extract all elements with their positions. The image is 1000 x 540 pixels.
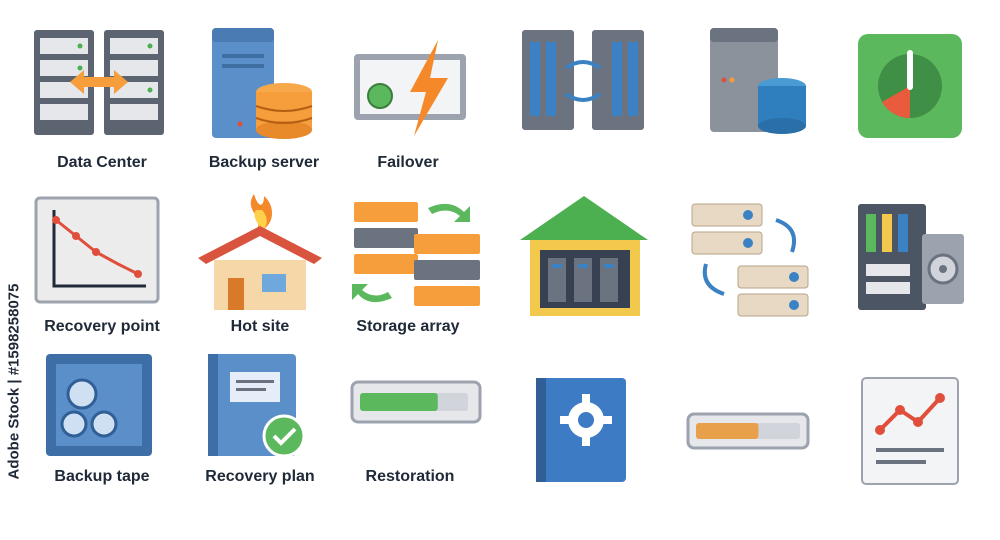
storage-array-icon <box>352 202 480 306</box>
settings-manual-icon <box>536 378 626 482</box>
stock-watermark: Adobe Stock | #1598258075 <box>4 268 24 498</box>
nas-storage-item <box>852 190 1000 350</box>
gauge-icon <box>858 34 962 138</box>
data-center-item: Data Center <box>22 20 182 180</box>
recovery-plan-icon <box>208 354 306 458</box>
server-sync-item <box>504 20 664 180</box>
failover-label: Failover <box>377 154 439 171</box>
failover-item: Failover <box>328 20 488 180</box>
backup-tape-item: Backup tape <box>22 346 182 506</box>
progress-fill <box>696 423 759 439</box>
server-database-icon <box>710 28 806 134</box>
hot-site-icon <box>198 194 322 310</box>
server-exchange-item <box>680 190 840 350</box>
backup-tape-icon <box>46 354 152 456</box>
recovery-plan-item: Recovery plan <box>180 346 340 506</box>
data-warehouse-item <box>508 190 668 350</box>
backup-tape-label: Backup tape <box>54 468 150 485</box>
restoration-item: Restoration <box>330 346 490 506</box>
backup-server-item: Backup server <box>184 20 344 180</box>
server-database-item <box>688 20 848 180</box>
gauge-item <box>852 20 1000 180</box>
recovery-plan-label: Recovery plan <box>205 468 315 485</box>
server-sync-icon <box>522 30 644 130</box>
data-center-label: Data Center <box>57 154 147 171</box>
data-warehouse-icon <box>520 196 648 316</box>
restoration-icon <box>350 380 482 424</box>
backup-server-icon <box>212 28 313 139</box>
watermark-text: Adobe Stock | #1598258075 <box>5 283 23 480</box>
recovery-point-icon <box>34 196 160 304</box>
gauge-fill <box>882 86 910 119</box>
report-chart-icon <box>861 377 959 485</box>
restoration-label: Restoration <box>365 468 455 485</box>
restoration-progress-fill <box>360 393 438 411</box>
recovery-point-label: Recovery point <box>44 318 160 335</box>
backup-server-label: Backup server <box>208 154 320 171</box>
data-center-icon <box>34 30 164 135</box>
hot-site-label: Hot site <box>230 318 290 335</box>
storage-array-item: Storage array <box>328 190 488 350</box>
recovery-point-item: Recovery point <box>22 190 182 350</box>
progress-bar-item <box>676 380 836 540</box>
nas-storage-icon <box>858 204 964 310</box>
server-exchange-icon <box>691 203 809 317</box>
progress-bar-icon <box>686 412 810 450</box>
report-chart-item <box>852 370 1000 530</box>
failover-icon <box>354 40 466 136</box>
hot-site-item: Hot site <box>180 190 340 350</box>
storage-array-label: Storage array <box>356 318 460 335</box>
settings-manual-item <box>520 370 680 530</box>
